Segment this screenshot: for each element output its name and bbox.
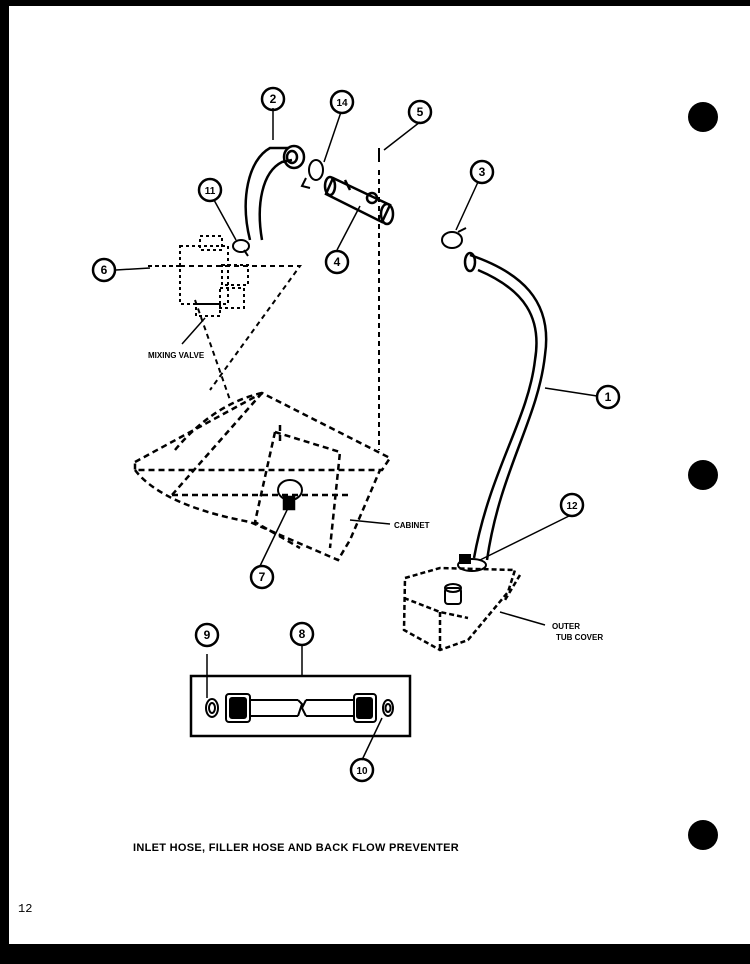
callout-1: 1 — [605, 390, 612, 404]
callout-3: 3 — [479, 165, 486, 179]
clamp-12 — [457, 554, 487, 572]
page-border-left — [0, 0, 9, 964]
callout-8: 8 — [299, 627, 306, 641]
page-border-top — [0, 0, 750, 6]
callout-5: 5 — [417, 105, 424, 119]
callout-6: 6 — [101, 263, 108, 277]
outer-tub-cover — [402, 566, 522, 652]
binder-hole-top — [688, 102, 718, 132]
clamp-11 — [232, 239, 250, 257]
label-mixing-valve: MIXING VALVE — [148, 351, 205, 360]
callout-10: 10 — [356, 766, 368, 777]
clamp-3 — [441, 227, 467, 249]
mixing-valve-guide-lines — [180, 265, 302, 401]
leader-lines — [115, 108, 598, 761]
inlet-hose — [205, 693, 394, 723]
callout-14: 14 — [336, 98, 348, 109]
binder-hole-middle — [688, 460, 718, 490]
back-flow-preventer — [323, 175, 395, 226]
callout-4: 4 — [334, 255, 341, 269]
page-number: 12 — [18, 902, 33, 916]
callout-9: 9 — [204, 628, 211, 642]
filler-hose-long — [463, 251, 548, 561]
binder-hole-bottom — [688, 820, 718, 850]
tub-cover-inlet — [444, 583, 462, 605]
label-outer-tub-cover-line2: TUB COVER — [556, 633, 603, 642]
label-outer-tub-cover-line1: OUTER — [552, 622, 580, 631]
filler-hose-upper — [244, 144, 306, 241]
callout-2: 2 — [270, 92, 277, 106]
page-border-bottom — [0, 944, 750, 964]
cabinet-outline — [133, 391, 392, 562]
diagram-caption: INLET HOSE, FILLER HOSE AND BACK FLOW PR… — [133, 842, 459, 854]
callout-circles — [91, 86, 621, 783]
callout-7: 7 — [259, 570, 266, 584]
callout-12: 12 — [566, 501, 578, 512]
clamp-14 — [300, 159, 324, 189]
callout-11: 11 — [205, 186, 216, 197]
inlet-hose-box — [189, 674, 412, 738]
mixing-valve — [148, 235, 249, 317]
label-cabinet: CABINET — [394, 521, 430, 530]
